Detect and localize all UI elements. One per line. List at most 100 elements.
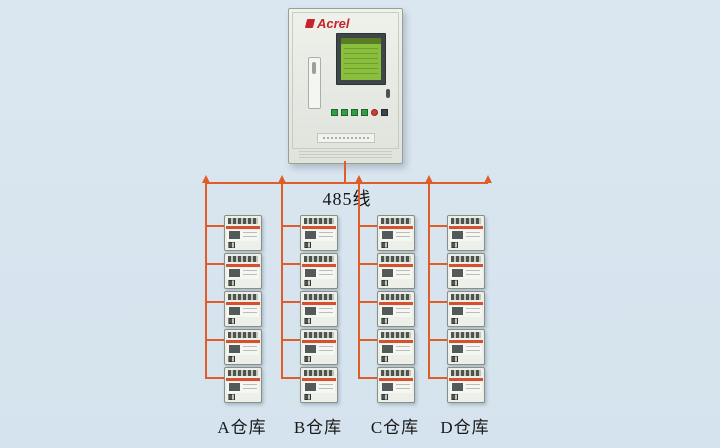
meter-device xyxy=(224,215,262,251)
device-markings xyxy=(319,232,333,240)
cabinet-door xyxy=(292,12,399,149)
terminal-strip-bottom xyxy=(381,318,388,324)
device-stub-wire xyxy=(430,225,447,227)
device-face xyxy=(380,306,412,317)
device-stub-wire xyxy=(207,225,224,227)
device-display xyxy=(382,383,393,391)
meter-device xyxy=(377,291,415,327)
lcd-header-band xyxy=(341,38,381,44)
device-display xyxy=(229,345,240,353)
warehouse-label: C仓库 xyxy=(370,418,420,437)
terminal-strip-bottom xyxy=(304,242,311,248)
device-stub-wire xyxy=(283,225,300,227)
device-markings xyxy=(466,270,480,278)
terminal-strip-bottom xyxy=(228,242,235,248)
meter-device xyxy=(377,329,415,365)
terminal-strip-top xyxy=(228,332,258,338)
meter-device xyxy=(447,215,485,251)
terminal-strip-bottom xyxy=(228,280,235,286)
device-markings xyxy=(466,384,480,392)
device-display xyxy=(452,269,463,277)
bus-drop-wire xyxy=(358,183,360,379)
meter-device xyxy=(447,329,485,365)
terminal-strip-top xyxy=(304,294,334,300)
device-stub-wire xyxy=(283,263,300,265)
terminal-strip-top xyxy=(228,256,258,262)
device-stub-wire xyxy=(283,339,300,341)
device-markings xyxy=(243,346,257,354)
terminal-strip-top xyxy=(304,218,334,224)
device-face xyxy=(450,268,482,279)
terminal-strip-bottom xyxy=(451,318,458,324)
device-display xyxy=(305,269,316,277)
terminal-strip-bottom xyxy=(228,318,235,324)
meter-device xyxy=(300,253,338,289)
device-stripe xyxy=(449,226,483,229)
meter-device xyxy=(447,291,485,327)
device-stub-wire xyxy=(360,377,377,379)
meter-device xyxy=(447,253,485,289)
panel-button-red xyxy=(371,109,378,116)
device-stripe xyxy=(226,264,260,267)
terminal-strip-top xyxy=(228,294,258,300)
device-stub-wire xyxy=(207,339,224,341)
device-face xyxy=(227,306,259,317)
terminal-strip-bottom xyxy=(381,280,388,286)
device-markings xyxy=(396,346,410,354)
device-stub-wire xyxy=(207,301,224,303)
terminal-strip-bottom xyxy=(304,356,311,362)
device-markings xyxy=(396,232,410,240)
terminal-strip-top xyxy=(304,332,334,338)
bus-arrow-up xyxy=(278,175,286,183)
device-stub-wire xyxy=(430,339,447,341)
device-stub-wire xyxy=(283,301,300,303)
terminal-strip-top xyxy=(381,370,411,376)
device-stub-wire xyxy=(360,301,377,303)
meter-device xyxy=(224,367,262,403)
device-face xyxy=(380,268,412,279)
meter-device xyxy=(300,367,338,403)
terminal-strip-bottom xyxy=(228,356,235,362)
meter-device xyxy=(377,367,415,403)
device-stripe xyxy=(226,378,260,381)
terminal-strip-top xyxy=(451,370,481,376)
device-markings xyxy=(319,270,333,278)
device-face xyxy=(380,230,412,241)
device-display xyxy=(305,231,316,239)
device-stripe xyxy=(302,302,336,305)
bus-label: 485线 xyxy=(322,189,372,209)
control-cabinet: Acrel xyxy=(288,8,403,164)
device-face xyxy=(303,268,335,279)
panel-button-green xyxy=(351,109,358,116)
device-stripe xyxy=(379,378,413,381)
meter-device xyxy=(300,291,338,327)
terminal-strip-top xyxy=(451,332,481,338)
panel-button-green xyxy=(341,109,348,116)
warehouse-label: B仓库 xyxy=(293,418,343,437)
terminal-strip-bottom xyxy=(451,394,458,400)
terminal-strip-bottom xyxy=(304,394,311,400)
device-stripe xyxy=(226,302,260,305)
lcd-display xyxy=(341,38,381,80)
device-face xyxy=(450,306,482,317)
meter-device xyxy=(447,367,485,403)
device-stripe xyxy=(449,378,483,381)
device-stub-wire xyxy=(207,263,224,265)
device-markings xyxy=(243,308,257,316)
bus-arrow-up xyxy=(425,175,433,183)
device-stub-wire xyxy=(360,263,377,265)
device-stub-wire xyxy=(360,225,377,227)
device-stripe xyxy=(379,226,413,229)
device-stripe xyxy=(302,226,336,229)
device-markings xyxy=(396,308,410,316)
device-markings xyxy=(319,308,333,316)
acrel-logo: Acrel xyxy=(304,16,350,31)
meter-device xyxy=(224,329,262,365)
device-face xyxy=(380,382,412,393)
brand-text: Acrel xyxy=(317,16,350,31)
bus-drop-wire xyxy=(205,183,207,379)
vents xyxy=(299,151,392,160)
device-stub-wire xyxy=(283,377,300,379)
terminal-strip-top xyxy=(381,294,411,300)
